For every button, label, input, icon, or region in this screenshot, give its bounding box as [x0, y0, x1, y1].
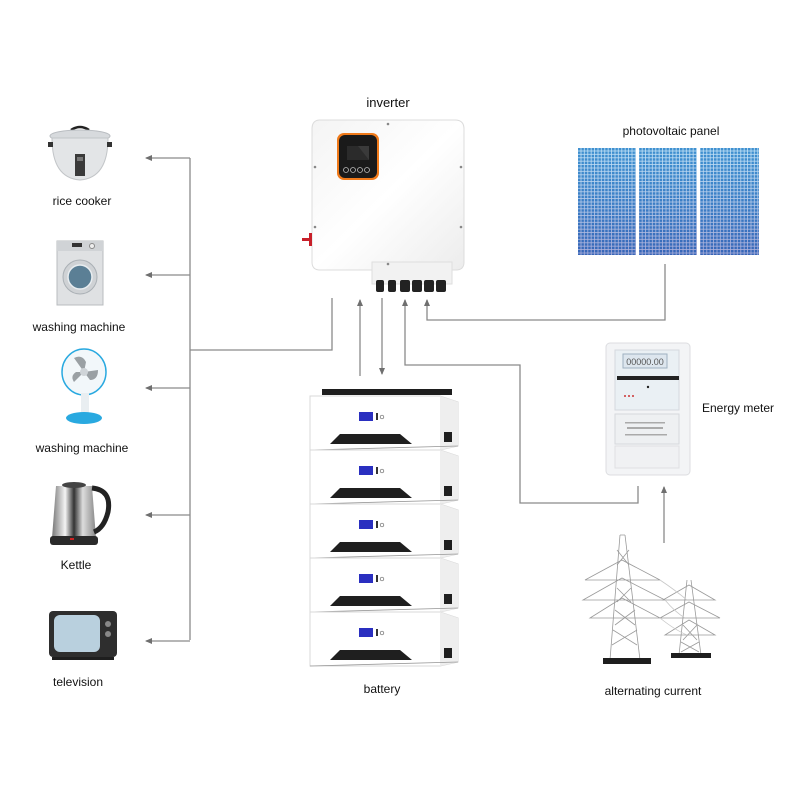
grid-label: alternating current: [604, 684, 702, 698]
rice-cooker-icon: [48, 125, 112, 181]
inverter-control-panel: [337, 133, 379, 180]
battery-module: [309, 611, 459, 667]
battery-module: [309, 395, 459, 451]
meter-reading: 00000.00: [626, 357, 664, 367]
inverter-label: inverter: [366, 95, 410, 110]
meter-to-inverter-line: [402, 299, 639, 504]
load-label-washing-machine: washing machine: [32, 320, 126, 334]
energy-meter-label: Energy meter: [702, 401, 775, 415]
electric-fan-icon: [61, 348, 107, 424]
battery-module: [309, 503, 459, 559]
washing-machine-icon: [56, 240, 104, 306]
load-label-television: television: [52, 675, 104, 689]
ac-disconnect: [302, 233, 312, 246]
tower-base-left: [603, 658, 651, 664]
kettle-icon: [50, 482, 112, 545]
battery-stack: [309, 389, 459, 667]
inverter-to-loads-line: [190, 298, 333, 351]
transmission-towers: [581, 534, 721, 664]
tower-base-right: [671, 653, 711, 658]
load-label-fan: washing machine: [35, 441, 129, 455]
battery-module: [309, 449, 459, 505]
pv-panel-label: photovoltaic panel: [622, 124, 720, 138]
battery-module: [309, 557, 459, 613]
television-icon: [49, 611, 117, 660]
load-label-kettle: Kettle: [60, 558, 92, 572]
load-label-rice-cooker: rice cooker: [52, 194, 112, 208]
battery-label: battery: [363, 682, 401, 696]
cable-glands: [376, 280, 446, 292]
inverter: [302, 119, 465, 292]
energy-meter: 00000.00: [605, 342, 691, 476]
pv-to-inverter-line: [424, 264, 666, 321]
photovoltaic-panel: [578, 148, 759, 255]
